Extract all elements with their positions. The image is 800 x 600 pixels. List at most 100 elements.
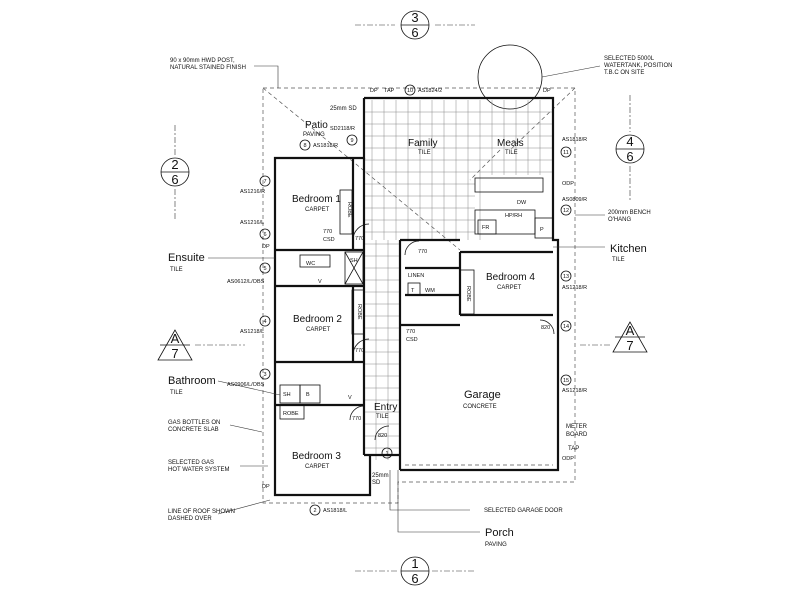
section-marker-bottom: 1 6 <box>355 556 475 586</box>
room-entry-name: Entry <box>374 402 397 413</box>
marker-top-sheet: 6 <box>411 25 418 40</box>
window-tags: 10 AS1824/2 9 SD2118/R 8 AS1818/R 7 AS12… <box>227 84 587 516</box>
note-sd-top: 25mm SD <box>330 106 357 112</box>
marker-right-num: 4 <box>626 134 633 149</box>
window-12-num: 12 <box>563 208 569 214</box>
marker-a-left-sheet: 7 <box>171 346 178 361</box>
label-dw: DW <box>517 200 527 206</box>
roof-line-dashed <box>262 87 576 504</box>
note-roof-line2: DASHED OVER <box>168 516 212 522</box>
label-sh-bath: SH <box>283 392 291 398</box>
room-garage-finish: CONCRETE <box>463 404 497 410</box>
room-ensuite-finish: TILE <box>170 267 183 273</box>
leader-lines <box>208 65 605 533</box>
robe-bed1 <box>339 189 353 235</box>
note-gas-line2: CONCRETE SLAB <box>168 427 219 433</box>
room-bedroom4-name: Bedroom 4 <box>486 272 535 283</box>
label-sh-ensuite: SH <box>350 258 358 264</box>
note-post-line1: 90 x 90mm HWD POST, <box>170 58 235 64</box>
marker-bottom-num: 1 <box>411 556 418 571</box>
window-5-code: AS0612/L/OBS <box>227 279 265 285</box>
window-11-code: AS1818/R <box>562 137 587 143</box>
window-10-num: 10 <box>407 88 413 94</box>
label-odp-right: ODP <box>562 181 574 187</box>
label-robe-bed4: ROBE <box>465 286 471 302</box>
window-15-code: AS1218/R <box>562 388 587 394</box>
label-p: P <box>540 227 544 233</box>
kitchen-island <box>474 177 544 193</box>
door-hall-csd-b: CSD <box>406 337 418 343</box>
marker-left-sheet: 6 <box>171 172 178 187</box>
window-12-code: AS0809/R <box>562 197 587 203</box>
door-b4-770: 770 <box>418 249 427 255</box>
marker-a-left-num: A <box>171 331 180 346</box>
label-robe-bed3: ROBE <box>283 411 299 417</box>
marker-right-sheet: 6 <box>626 149 633 164</box>
room-garage-name: Garage <box>464 389 501 401</box>
window-13-code: AS1218/R <box>562 285 587 291</box>
room-bathroom-finish: TILE <box>170 390 183 396</box>
label-v-bath: V <box>348 395 352 401</box>
room-family-name: Family <box>408 138 437 149</box>
room-bedroom2-finish: CARPET <box>306 327 331 333</box>
note-meter-line1: METER <box>566 424 588 430</box>
label-wm: WM <box>425 288 435 294</box>
exterior-walls <box>273 96 560 497</box>
room-bathroom-name: Bathroom <box>168 375 216 387</box>
window-3-code: AS0906/L/OBS <box>227 382 265 388</box>
room-kitchen-name: Kitchen <box>610 243 647 255</box>
room-family-finish: TILE <box>418 150 431 156</box>
label-b-bath: B <box>306 392 310 398</box>
label-t: T <box>411 288 415 294</box>
room-kitchen-finish: TILE <box>612 257 625 263</box>
note-sd-bottom-line1: 25mm <box>372 473 389 479</box>
label-dp-top-left: DP <box>370 88 378 94</box>
label-odp-bottom-right: ODP <box>562 456 574 462</box>
room-porch-name: Porch <box>485 527 514 539</box>
note-tank-line2: WATERTANK, POSITION <box>604 63 672 69</box>
note-roof-line1: LINE OF ROOF SHOWN <box>168 509 235 515</box>
bath-bath <box>299 384 321 404</box>
note-hws-line2: HOT WATER SYSTEM <box>168 467 230 473</box>
marker-a-right-num: A <box>626 323 635 338</box>
label-robe-bed1: ROBE <box>346 202 352 218</box>
marker-left-num: 2 <box>171 157 178 172</box>
fridge <box>477 219 497 235</box>
note-garage-door: SELECTED GARAGE DOOR <box>484 508 563 514</box>
section-marker-left: 2 6 <box>160 125 190 220</box>
room-bedroom3-name: Bedroom 3 <box>292 451 341 462</box>
pantry <box>534 217 554 239</box>
window-5-num: 5 <box>263 266 266 272</box>
note-hws-line1: SELECTED GAS <box>168 460 214 466</box>
room-patio-finish: PAVING <box>303 132 325 138</box>
window-14-num: 14 <box>563 324 569 330</box>
door-hall-csd-a: 770 <box>406 329 415 335</box>
window-4-num: 4 <box>263 319 266 325</box>
window-6-num: 6 <box>263 232 266 238</box>
window-11-num: 11 <box>563 150 569 156</box>
note-bench-line2: O'HANG <box>608 217 631 223</box>
note-post-line2: NATURAL STAINED FINISH <box>170 65 246 71</box>
note-tap-right: TAP <box>568 446 579 452</box>
room-bedroom2-name: Bedroom 2 <box>293 314 342 325</box>
label-dp-left: DP <box>262 244 270 250</box>
window-8-num: 8 <box>303 143 306 149</box>
window-4-code: AS1218/L <box>240 329 264 335</box>
note-tank-line3: T.B.C ON SITE <box>604 70 644 76</box>
room-porch-finish: PAVING <box>485 542 507 548</box>
door-b1-csd-a: 770 <box>323 229 332 235</box>
section-marker-a-right: A 7 <box>580 321 648 353</box>
window-1-num: 1 <box>385 451 388 457</box>
door-swing-b1 <box>352 223 370 241</box>
door-swing-b3 <box>349 405 365 421</box>
ensuite-vanity <box>299 254 331 268</box>
label-wc-ensuite: WC <box>306 261 315 267</box>
section-marker-top: 3 6 <box>355 10 475 40</box>
label-dp-bottom-left: DP <box>262 484 270 490</box>
room-bedroom3-finish: CARPET <box>305 464 330 470</box>
roof-hip-center-2 <box>469 149 501 181</box>
room-bedroom1-name: Bedroom 1 <box>292 194 341 205</box>
door-b1-770: 770 <box>355 236 364 242</box>
label-robe-bed2: ROBE <box>356 304 362 320</box>
